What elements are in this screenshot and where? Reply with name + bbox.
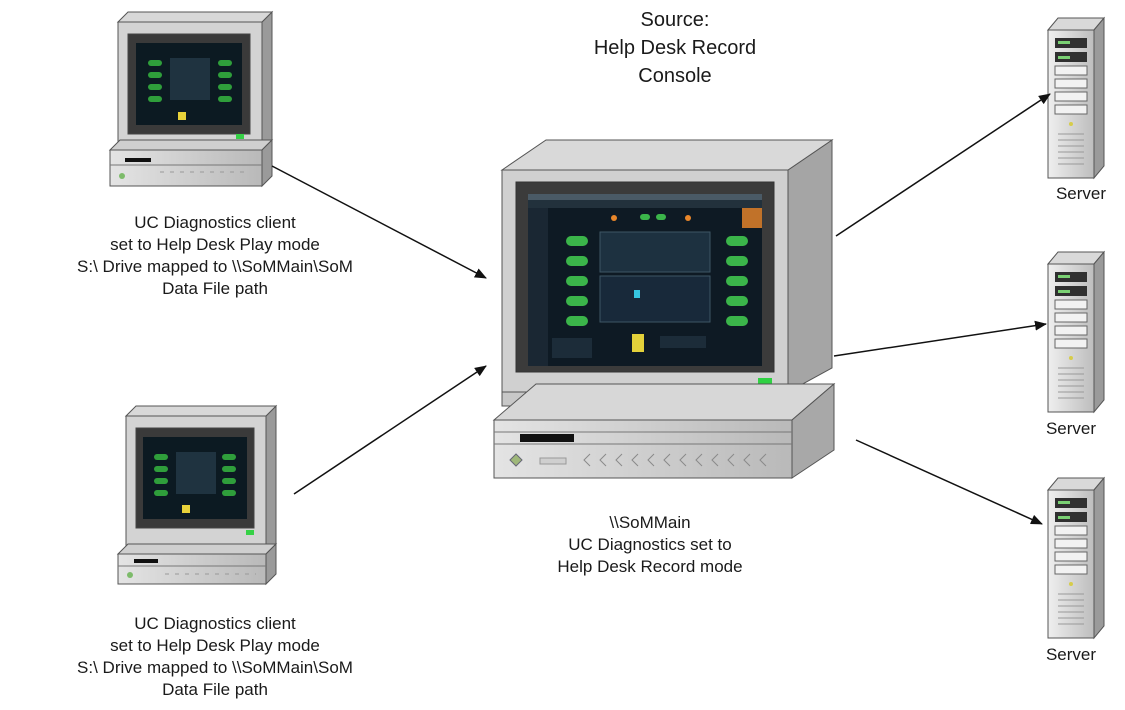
client-computer-top-icon [108, 10, 274, 188]
server-3-icon [1046, 476, 1106, 640]
arrow-console-to-server-2 [833, 320, 1047, 357]
client-computer-bottom-icon [116, 404, 278, 586]
arrow-console-to-server-1 [835, 93, 1051, 237]
source-title-line2: Help Desk Record [593, 37, 757, 59]
server-1-label: Server [1055, 184, 1107, 203]
client-bottom-line2: set to Help Desk Play mode [110, 636, 320, 655]
main-console-line2: UC Diagnostics set to [568, 535, 732, 554]
client-top-line2: set to Help Desk Play mode [110, 235, 320, 254]
client-top-line3: S:\ Drive mapped to \\SoMMain\SoM [77, 257, 353, 276]
server-1-icon [1046, 16, 1106, 180]
main-console-line3: Help Desk Record mode [557, 557, 743, 576]
client-top-line1: UC Diagnostics client [134, 213, 296, 232]
arrow-client-top-to-console [271, 165, 487, 279]
arrow-console-to-server-3 [855, 439, 1043, 525]
main-console-line1: \\SoMMain [609, 513, 691, 532]
source-title: Source: Help Desk Record Console [560, 6, 790, 90]
server-3-label: Server [1045, 645, 1097, 664]
source-title-line1: Source: [640, 9, 710, 31]
client-top-line4: Data File path [162, 279, 268, 298]
arrow-client-bottom-to-console [293, 365, 487, 495]
client-bottom-line3: S:\ Drive mapped to \\SoMMain\SoM [77, 658, 353, 677]
client-bottom-line1: UC Diagnostics client [134, 614, 296, 633]
client-bottom-line4: Data File path [162, 680, 268, 699]
server-2-label: Server [1045, 419, 1097, 438]
main-console-computer-icon [492, 139, 836, 479]
source-title-line3: Console [638, 65, 712, 87]
client-top-caption: UC Diagnostics client set to Help Desk P… [50, 212, 380, 300]
server-2-icon [1046, 250, 1106, 414]
client-bottom-caption: UC Diagnostics client set to Help Desk P… [50, 613, 380, 701]
main-console-caption: \\SoMMain UC Diagnostics set to Help Des… [540, 512, 760, 578]
